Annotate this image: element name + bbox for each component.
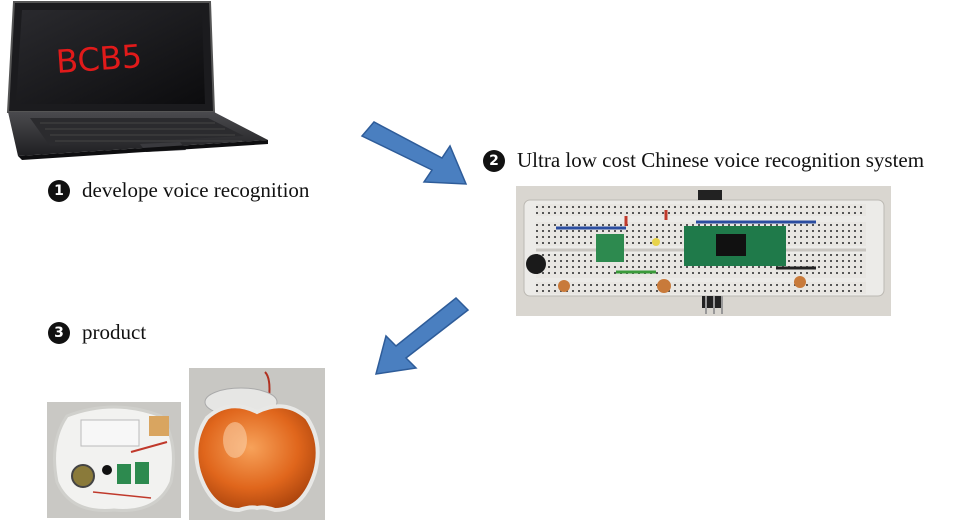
step-2-text: Ultra low cost Chinese voice recognition… — [517, 148, 925, 172]
step-3-number-badge: 3 — [48, 321, 70, 344]
step-3-label: 3 product — [48, 320, 146, 345]
step-1-number-badge: 1 — [48, 179, 70, 202]
step-3-text: product — [82, 320, 147, 344]
arrow-right-down — [360, 118, 470, 190]
circuit-board-image — [47, 402, 181, 518]
arrow-left-down — [372, 296, 472, 376]
laptop-image: BCB5 — [0, 0, 270, 162]
laptop-screen-text: BCB5 — [54, 37, 144, 81]
step-1-text: develope voice recognition — [82, 178, 310, 202]
orange-apple-device-image — [189, 368, 325, 520]
step-2-number-badge: 2 — [483, 149, 505, 172]
breadboard-image — [516, 186, 891, 316]
step-1-label: 1 develope voice recognition — [48, 178, 309, 203]
step-2-label: 2 Ultra low cost Chinese voice recogniti… — [483, 148, 924, 173]
